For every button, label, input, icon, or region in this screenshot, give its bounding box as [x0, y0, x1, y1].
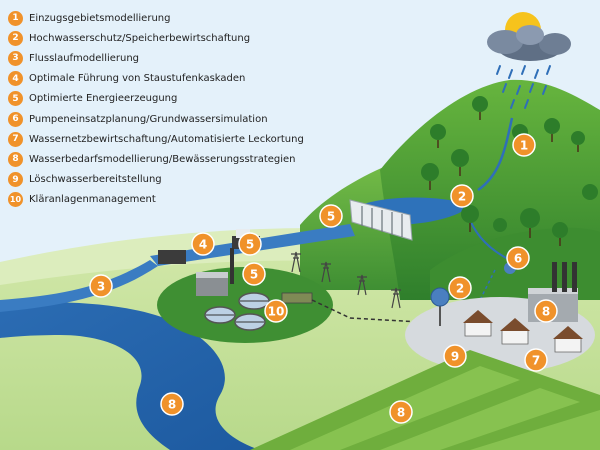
marker-circle	[443, 344, 467, 368]
marker-1: 1	[512, 133, 536, 157]
marker-label: 5	[246, 238, 254, 252]
marker-label: 5	[250, 268, 258, 282]
marker-6: 6	[506, 246, 530, 270]
legend-label: Hochwasserschutz/Speicherbewirtschaftung	[29, 32, 251, 44]
marker-circle	[191, 232, 215, 256]
legend-item: 5 Optimierte Energieerzeugung	[8, 89, 348, 109]
legend-badge: 5	[8, 91, 23, 107]
marker-circle	[242, 262, 266, 286]
upstream-river	[0, 260, 158, 312]
marker-circle	[450, 184, 474, 208]
weir-house	[236, 229, 250, 238]
legend-badge: 6	[8, 111, 23, 127]
marker-2: 2	[448, 276, 472, 300]
legend-item: 9 Löschwasserbereitstellung	[8, 170, 348, 190]
legend-label: Flusslaufmodellierung	[29, 52, 140, 64]
marker-label: 4	[199, 238, 207, 252]
marker-5: 5	[319, 204, 343, 228]
clarifier-tanks	[204, 292, 270, 331]
marker-label: 2	[456, 282, 464, 296]
legend-item: 3 Flusslaufmodellierung	[8, 48, 348, 68]
rain-cloud-icon	[487, 25, 571, 61]
marker-3: 3	[89, 274, 113, 298]
weir-left	[158, 250, 186, 264]
marker-circle	[524, 348, 548, 372]
mountain-stream	[477, 117, 514, 192]
rain-drops	[496, 65, 551, 109]
plant-chimney	[230, 248, 234, 284]
marker-label: 9	[451, 350, 459, 364]
main-river	[0, 302, 260, 450]
marker-5: 5	[238, 232, 262, 256]
legend-item: 7 Wassernetzbewirtschaftung/Automatisiert…	[8, 129, 348, 149]
marker-label: 10	[268, 305, 285, 319]
marker-label: 8	[542, 305, 550, 319]
number-markers: 1 2 2 3 4 5 5 5 6 7 8 8 8 9 10	[89, 133, 558, 424]
trees	[421, 96, 598, 246]
marker-circle	[319, 204, 343, 228]
legend-label: Löschwasserbereitstellung	[29, 174, 162, 186]
legend-item: 1 Einzugsgebietsmodellierung	[8, 8, 348, 28]
water-tower	[430, 287, 450, 326]
legend-label: Optimierte Energieerzeugung	[29, 93, 178, 105]
power-pylons	[291, 251, 401, 309]
legend-item: 2 Hochwasserschutz/Speicherbewirtschaftun…	[8, 28, 348, 48]
marker-8: 8	[534, 299, 558, 323]
marker-7: 7	[524, 348, 548, 372]
marker-label: 1	[520, 139, 528, 153]
marker-8: 8	[160, 392, 184, 416]
marker-circle	[448, 276, 472, 300]
marker-circle	[534, 299, 558, 323]
marker-10: 10	[264, 299, 288, 323]
legend-badge: 1	[8, 10, 23, 26]
legend-label: Pumpeneinsatzplanung/Grundwassersimulati…	[29, 113, 268, 125]
marker-circle	[238, 232, 262, 256]
filter-basin	[281, 292, 313, 304]
legend-label: Einzugsgebietsmodellierung	[29, 12, 171, 24]
marker-label: 8	[397, 406, 405, 420]
town-houses	[463, 310, 583, 353]
legend-item: 10 Kläranlagenmanagement	[8, 190, 348, 210]
marker-circle	[160, 392, 184, 416]
legend-badge: 10	[8, 192, 23, 208]
legend-label: Optimale Führung von Staustufenkaskaden	[29, 73, 246, 85]
marker-circle	[89, 274, 113, 298]
marker-label: 2	[458, 190, 466, 204]
marker-label: 3	[97, 280, 105, 294]
dam-wall	[349, 199, 413, 241]
marker-4: 4	[191, 232, 215, 256]
marker-8: 8	[389, 400, 413, 424]
legend-label: Kläranlagenmanagement	[29, 194, 156, 206]
marker-label: 8	[168, 398, 176, 412]
marker-5: 5	[242, 262, 266, 286]
legend-item: 8 Wasserbedarfsmodellierung/Bewässerungss…	[8, 149, 348, 169]
marker-label: 7	[532, 354, 540, 368]
legend-badge: 7	[8, 131, 23, 147]
marker-circle	[264, 299, 288, 323]
marker-circle	[389, 400, 413, 424]
legend-badge: 3	[8, 50, 23, 66]
legend-item: 4 Optimale Führung von Staustufenkaskaden	[8, 69, 348, 89]
legend-badge: 2	[8, 30, 23, 46]
marker-circle	[512, 133, 536, 157]
plant-building	[196, 276, 228, 296]
legend-label: Wasserbedarfsmodellierung/Bewässerungsst…	[29, 153, 296, 165]
dam-gates	[361, 206, 403, 237]
legend-label: Wassernetzbewirtschaftung/Automatisierte…	[29, 133, 304, 145]
marker-2: 2	[450, 184, 474, 208]
legend-badge: 8	[8, 151, 23, 167]
marker-circle	[506, 246, 530, 270]
marker-label: 5	[327, 210, 335, 224]
legend-badge: 4	[8, 71, 23, 87]
marker-9: 9	[443, 344, 467, 368]
legend-item: 6 Pumpeneinsatzplanung/Grundwassersimulat…	[8, 109, 348, 129]
marker-label: 6	[514, 252, 522, 266]
legend-badge: 9	[8, 172, 23, 188]
legend: 1 Einzugsgebietsmodellierung 2 Hochwassers…	[8, 8, 348, 210]
